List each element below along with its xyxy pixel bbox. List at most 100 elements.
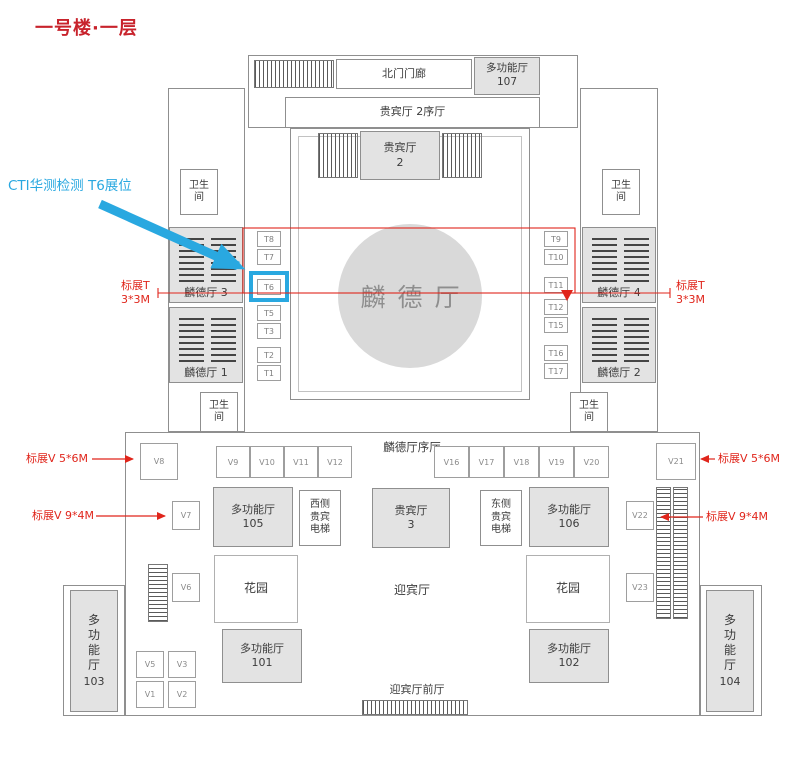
annotation-standard-v94-right: 标展V 9*4M [706, 510, 769, 523]
booth-v2: V2 [168, 681, 196, 708]
room-num: 104 [719, 674, 741, 688]
room-label: 贵宾厅 2序厅 [379, 105, 446, 119]
room-hall-103: 多功能厅 103 [70, 590, 118, 712]
restroom-northwest: 卫生间 [180, 169, 218, 215]
booth-t12: T12 [544, 299, 568, 315]
room-label: 花园 [243, 581, 268, 596]
booth-t5: T5 [257, 305, 281, 321]
restroom-southeast: 卫生间 [570, 392, 608, 432]
label-linde-foyer: 麟德厅序厅 [383, 439, 441, 454]
booth-v3: V3 [168, 651, 196, 678]
room-hall-102: 多功能厅 102 [529, 629, 609, 683]
room-hall-104: 多功能厅 104 [706, 590, 754, 712]
booth-callout-label: CTI华测检测 T6展位 [8, 178, 132, 194]
seating-rows-icon [592, 314, 617, 362]
annotation-standard-v56-left: 标展V 5*6M [26, 452, 89, 465]
room-num: 102 [558, 656, 580, 669]
seating-rows-icon [592, 234, 617, 282]
room-label: 东侧贵宾电梯 [491, 499, 511, 536]
room-name: 贵宾厅 [383, 141, 417, 155]
booth-v12: V12 [318, 446, 352, 478]
room-north-porch: 北门门廊 [336, 59, 472, 89]
seating-rows-icon [211, 234, 236, 282]
booth-t8: T8 [257, 231, 281, 247]
label-welcome-hall: 迎宾厅 [393, 583, 430, 598]
escalator-north-icon [254, 60, 334, 88]
room-num: 106 [558, 517, 580, 530]
booth-v21: V21 [656, 443, 696, 480]
room-num: 103 [83, 674, 105, 688]
room-label: 卫生间 [209, 399, 229, 424]
room-num: 107 [496, 76, 518, 88]
restroom-southwest: 卫生间 [200, 392, 238, 432]
room-label: 麟德厅 [360, 283, 472, 312]
booth-v10: V10 [250, 446, 284, 478]
seating-rows-icon [179, 314, 204, 362]
room-vip-3: 贵宾厅 3 [372, 488, 450, 548]
escalator-east-1-icon [656, 487, 671, 619]
restroom-northeast: 卫生间 [602, 169, 640, 215]
booth-t7: T7 [257, 249, 281, 265]
room-name: 多功能厅 [231, 502, 275, 516]
outline-lower-block [125, 432, 700, 716]
booth-v18: V18 [504, 446, 539, 478]
booth-v11: V11 [284, 446, 318, 478]
annotation-standard-t-right: 标展T 3*3M [676, 279, 705, 307]
booth-v16: V16 [434, 446, 469, 478]
booth-t3: T3 [257, 323, 281, 339]
booth-v1: V1 [136, 681, 164, 708]
room-label: 花园 [555, 581, 580, 596]
room-name: 多功能厅 [486, 62, 528, 75]
stairs-vip2-west-icon [318, 133, 358, 178]
label-welcome-foyer: 迎宾厅前厅 [389, 682, 445, 696]
booth-t17: T17 [544, 363, 568, 379]
room-num: 101 [251, 656, 273, 669]
room-linde-hall: 麟德厅 [338, 224, 482, 368]
booth-v19: V19 [539, 446, 574, 478]
booth-v22: V22 [626, 501, 654, 530]
room-name: 多功能厅 [723, 612, 736, 672]
booth-v8: V8 [140, 443, 178, 480]
room-label: 西侧贵宾电梯 [310, 499, 330, 536]
room-num: 105 [242, 517, 264, 530]
booth-v6: V6 [172, 573, 200, 602]
room-label: 卫生间 [611, 179, 631, 204]
room-name: 多功能厅 [240, 641, 284, 655]
booth-t10: T10 [544, 249, 568, 265]
room-label: 卫生间 [579, 399, 599, 424]
room-garden-east: 花园 [526, 555, 610, 623]
entrance-steps-south-icon [362, 700, 468, 715]
room-linde-4: 麟德厅 4 [582, 227, 656, 303]
booth-t2: T2 [257, 347, 281, 363]
room-name: 多功能厅 [547, 641, 591, 655]
room-label: 麟德厅 2 [597, 365, 641, 379]
room-num: 2 [396, 155, 404, 169]
room-hall-105: 多功能厅 105 [213, 487, 293, 547]
annotation-standard-v56-right: 标展V 5*6M [718, 452, 781, 465]
room-num: 3 [407, 518, 415, 531]
seating-rows-icon [211, 314, 236, 362]
escalator-east-2-icon [673, 487, 688, 619]
room-label: 北门门廊 [382, 66, 426, 80]
seating-rows-icon [624, 234, 649, 282]
booth-t1: T1 [257, 365, 281, 381]
room-linde-1: 麟德厅 1 [169, 307, 243, 383]
room-east-elevator: 东侧贵宾电梯 [480, 490, 522, 546]
booth-t11: T11 [544, 277, 568, 293]
room-label: 麟德厅 1 [184, 365, 228, 379]
annotation-standard-t-left: 标展T 3*3M [121, 279, 150, 307]
room-west-elevator: 西侧贵宾电梯 [299, 490, 341, 546]
room-hall-101: 多功能厅 101 [222, 629, 302, 683]
seating-rows-icon [624, 314, 649, 362]
room-vip2-foyer: 贵宾厅 2序厅 [285, 97, 540, 128]
room-hall-107: 多功能厅 107 [474, 57, 540, 95]
t6-highlight-box [249, 271, 289, 302]
room-garden-west: 花园 [214, 555, 298, 623]
stairs-vip2-east-icon [442, 133, 482, 178]
booth-v5: V5 [136, 651, 164, 678]
room-linde-3: 麟德厅 3 [169, 227, 243, 303]
booth-v17: V17 [469, 446, 504, 478]
booth-v20: V20 [574, 446, 609, 478]
room-label: 麟德厅 3 [184, 285, 228, 299]
